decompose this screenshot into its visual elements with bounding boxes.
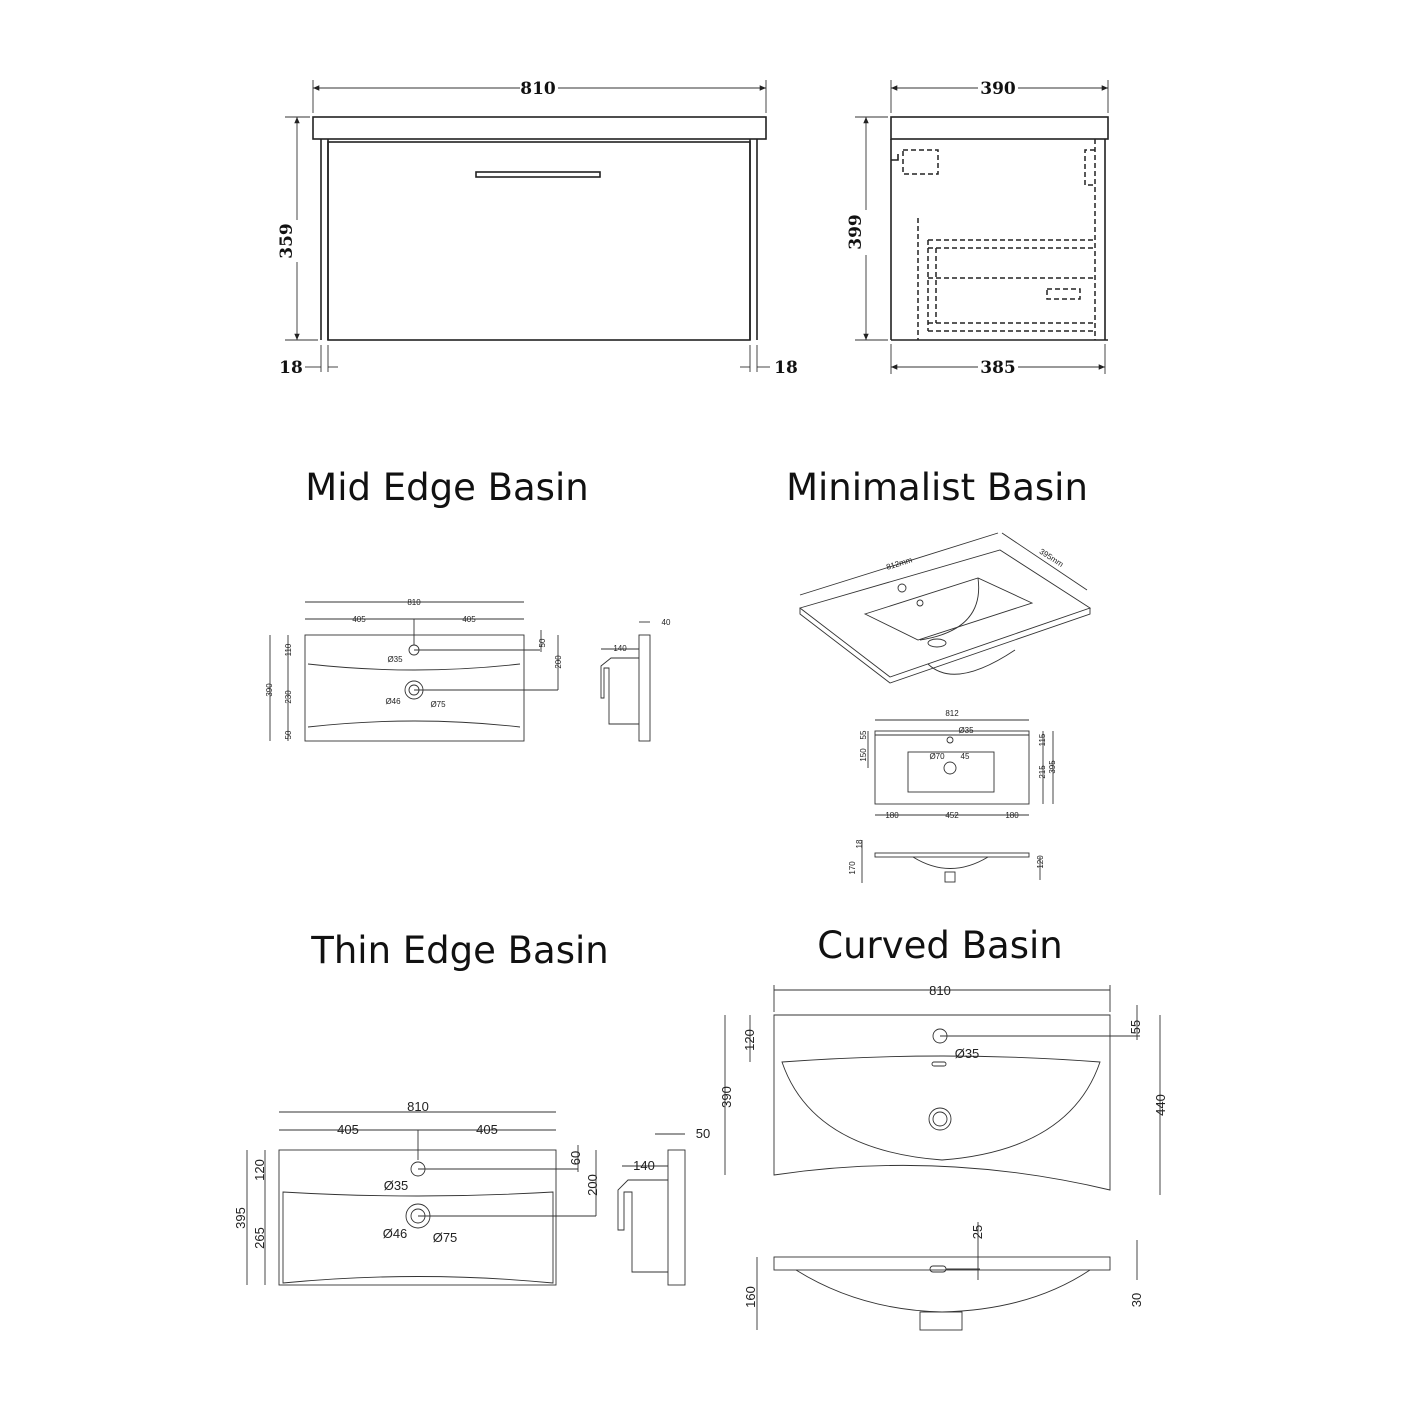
cabinet-side-view: 390 399 385 [846, 79, 1109, 378]
dim-110: 110 [284, 643, 293, 656]
mid-edge-title: Mid Edge Basin [305, 466, 588, 509]
iso-w: 812mm [885, 555, 913, 572]
dim-half-l: 405 [337, 1122, 359, 1137]
d395: 395 [1048, 760, 1057, 774]
dim-w: 812 [945, 709, 959, 718]
curved-basin: Curved Basin 810 120 390 55 440 Ø35 25 1… [719, 924, 1168, 1331]
side-thk: 40 [662, 618, 671, 627]
d55: 55 [1128, 1020, 1143, 1034]
d265: 265 [252, 1227, 267, 1249]
waste-in: Ø46 [385, 697, 401, 706]
s160: 160 [743, 1286, 758, 1308]
curved-title: Curved Basin [817, 924, 1062, 967]
d390: 390 [719, 1086, 734, 1108]
d215: 215 [1038, 765, 1047, 779]
dim-height: 359 [277, 223, 297, 259]
minimalist-title: Minimalist Basin [786, 466, 1088, 509]
dim-50l: 50 [284, 730, 293, 739]
waste2: 45 [961, 752, 970, 761]
side-depth: 140 [633, 1158, 655, 1173]
dim-w: 810 [407, 1099, 429, 1114]
tap: Ø35 [955, 1046, 980, 1061]
side-thk: 50 [696, 1126, 710, 1141]
d120: 120 [742, 1029, 757, 1051]
thin-edge-title: Thin Edge Basin [310, 929, 608, 972]
s25: 25 [970, 1225, 985, 1239]
dim-depth-bottom: 385 [980, 358, 1016, 378]
d55: 55 [859, 730, 868, 739]
waste-out: Ø75 [433, 1230, 458, 1245]
dim-half-l: 405 [352, 615, 366, 624]
minimalist-basin: Minimalist Basin 812mm 395mm 812 Ø35 Ø70… [786, 466, 1092, 883]
dim-width: 810 [520, 79, 556, 99]
s30: 30 [1129, 1293, 1144, 1307]
thin-edge-basin: Thin Edge Basin 810 405 405 395 120 265 … [233, 929, 710, 1286]
cabinet-front-view: 810 359 18 18 [277, 79, 798, 378]
dim-w: 810 [407, 598, 421, 607]
d200: 200 [585, 1174, 600, 1196]
waste-in: Ø46 [383, 1226, 408, 1241]
dim-half-r: 405 [462, 615, 476, 624]
dim-leg-left: 18 [279, 358, 303, 378]
drawer-handle [475, 171, 601, 178]
b180l: 180 [885, 811, 899, 820]
dim-h: 390 [265, 683, 274, 697]
s120: 120 [1036, 855, 1045, 869]
dim-w: 810 [929, 983, 951, 998]
tap-hole: Ø35 [387, 655, 403, 664]
tap: Ø35 [384, 1178, 409, 1193]
d150: 150 [859, 748, 868, 762]
side-depth: 140 [613, 644, 627, 653]
dim-leg-right: 18 [774, 358, 798, 378]
dim-50r: 50 [538, 638, 547, 647]
mid-edge-basin: Mid Edge Basin 810 405 405 390 110 230 5… [265, 466, 671, 742]
b452: 452 [945, 811, 959, 820]
tap: Ø35 [958, 726, 974, 735]
d60: 60 [568, 1151, 583, 1165]
d440: 440 [1153, 1094, 1168, 1116]
waste: Ø70 [929, 752, 945, 761]
dim-side-height: 399 [846, 214, 866, 250]
dim-230: 230 [284, 690, 293, 704]
dim-200: 200 [554, 655, 563, 669]
b180r: 180 [1005, 811, 1019, 820]
d115: 115 [1038, 733, 1047, 746]
dim-depth-top: 390 [980, 79, 1016, 99]
dim-half-r: 405 [476, 1122, 498, 1137]
d120: 120 [252, 1159, 267, 1181]
s170: 170 [848, 861, 857, 875]
dim-h: 395 [233, 1207, 248, 1229]
s18: 18 [855, 839, 864, 848]
waste-out: Ø75 [430, 700, 446, 709]
